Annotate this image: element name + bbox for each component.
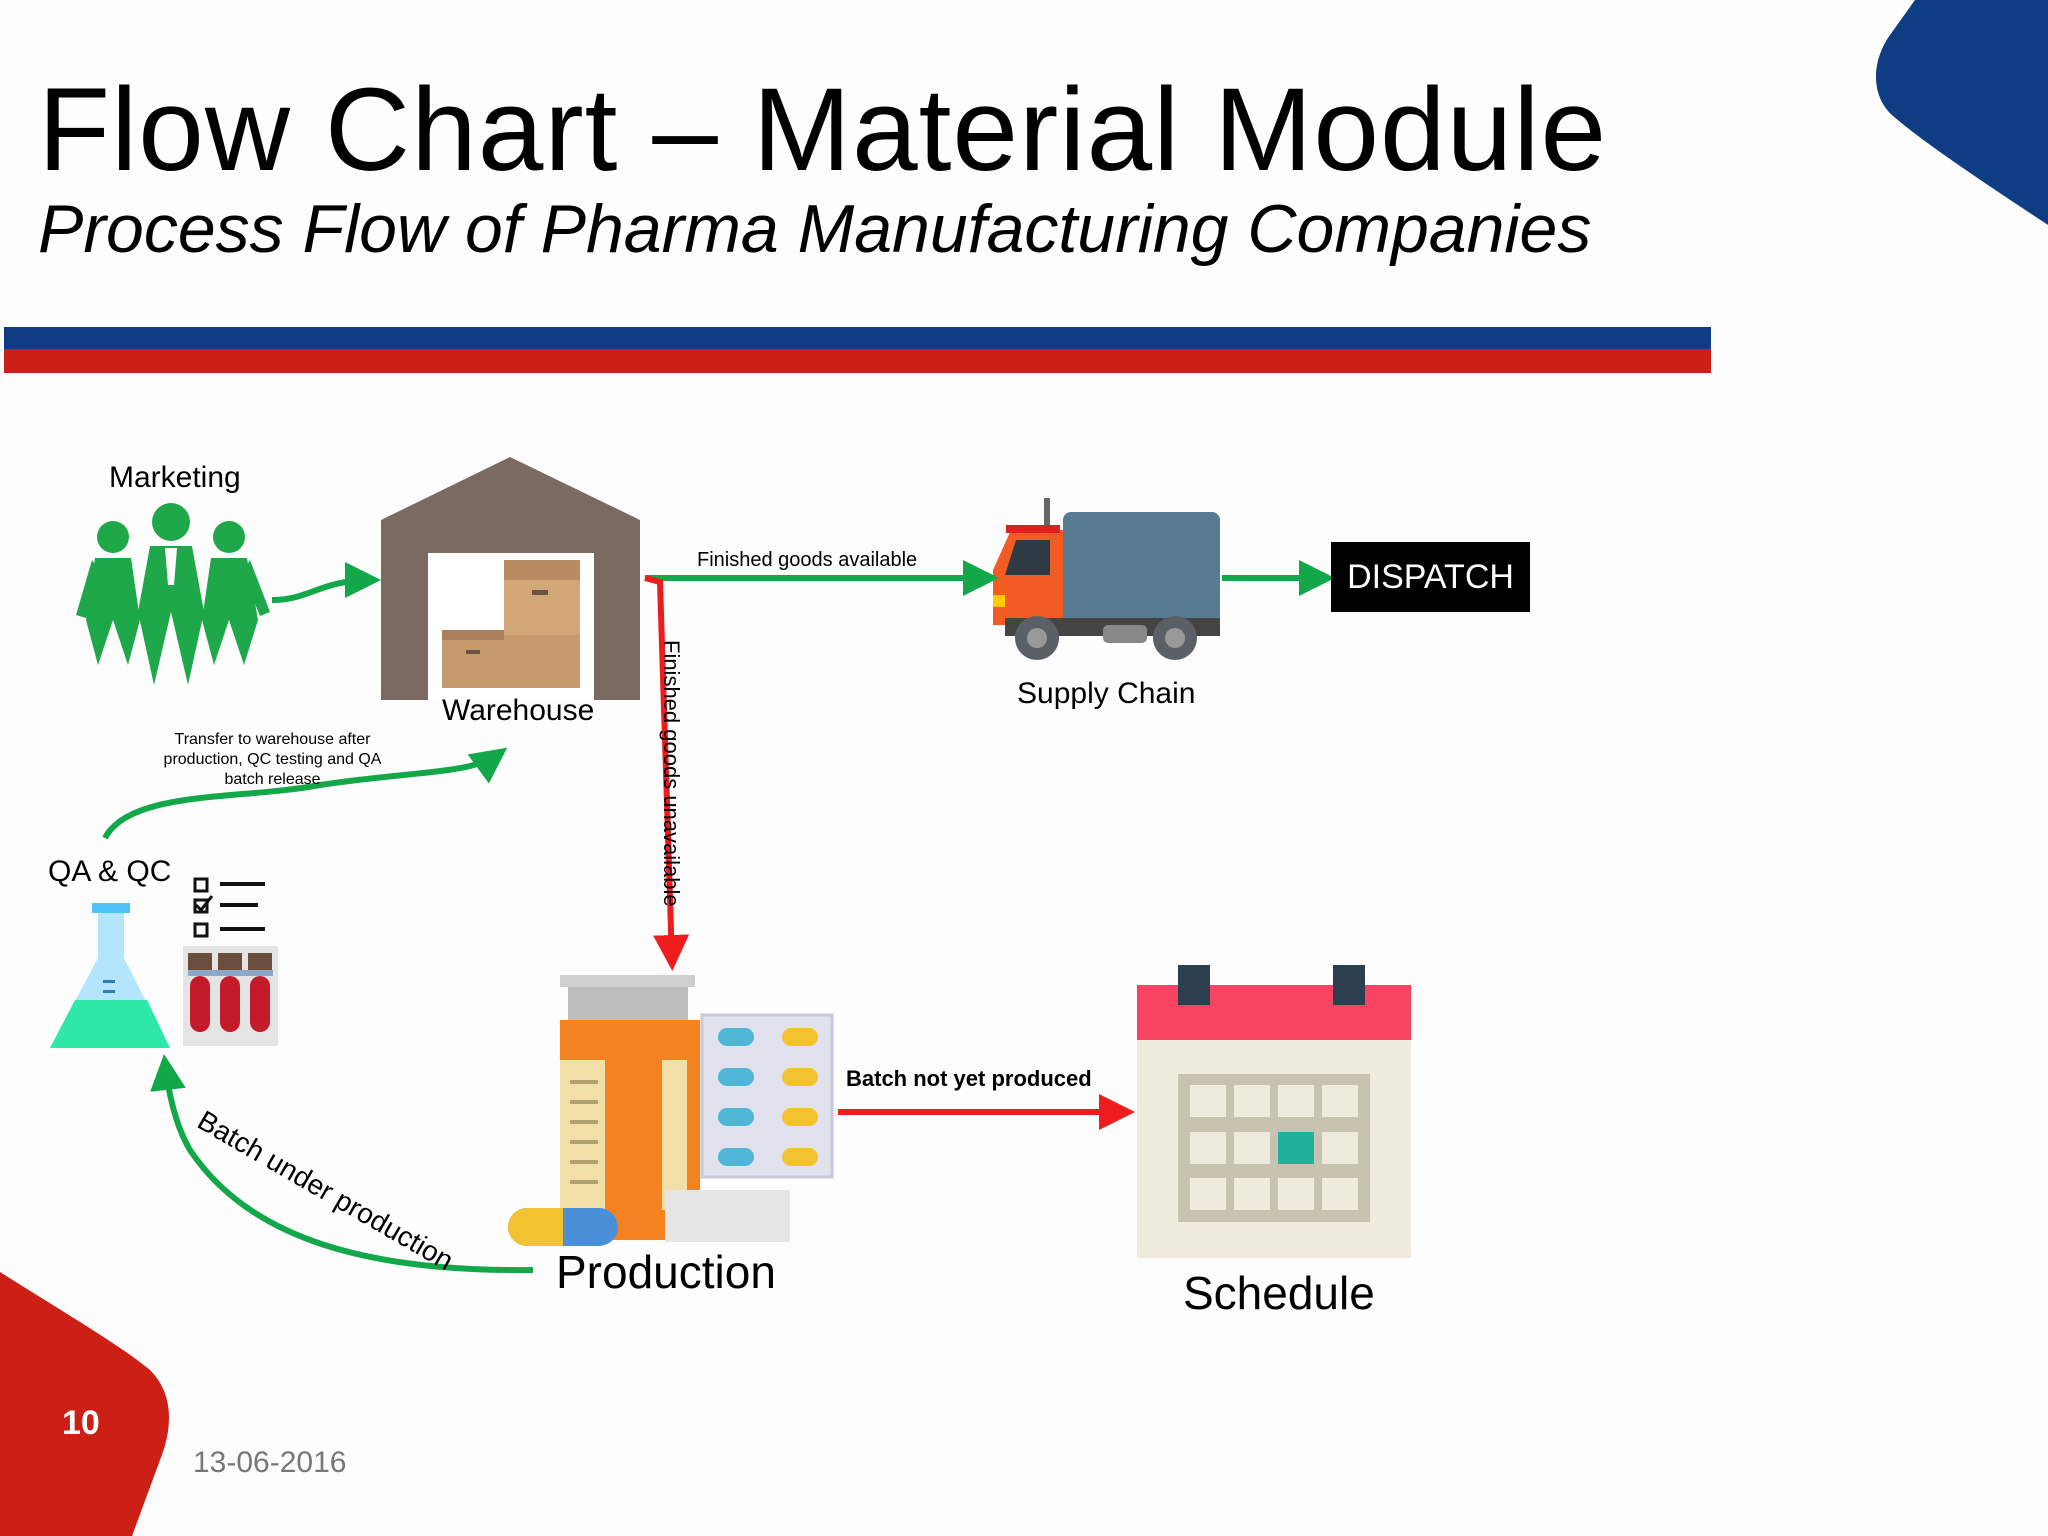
- batch-not-produced-label: Batch not yet produced: [846, 1066, 1092, 1091]
- top-right-corner-shape: [1876, 0, 2048, 225]
- header-divider-blue: [4, 327, 1711, 349]
- production-label: Production: [556, 1246, 776, 1298]
- dispatch-box: DISPATCH: [1331, 542, 1530, 612]
- schedule-label: Schedule: [1183, 1267, 1375, 1319]
- marketing-label: Marketing: [109, 461, 241, 494]
- bottom-left-corner-shape: [0, 1272, 170, 1536]
- finished-unavailable-label: Finished goods unavailable: [659, 640, 684, 907]
- checklist-test-tubes-icon: [183, 877, 278, 1046]
- warehouse-label: Warehouse: [442, 694, 595, 727]
- finished-available-label: Finished goods available: [697, 549, 918, 571]
- page-title: Flow Chart – Material Module: [38, 64, 1608, 196]
- arrow-qa-to-warehouse: [102, 747, 508, 840]
- header-divider-red: [4, 349, 1711, 373]
- page-number: 10: [62, 1404, 100, 1442]
- flask-icon: [50, 903, 170, 1048]
- supply-chain-label: Supply Chain: [1017, 677, 1196, 710]
- qa-qc-label: QA & QC: [48, 855, 172, 888]
- page-subtitle: Process Flow of Pharma Manufacturing Com…: [38, 191, 1592, 267]
- arrow-production-to-qa: [150, 1054, 534, 1274]
- slide-date: 13-06-2016: [193, 1446, 347, 1479]
- arrow-warehouse-to-production: [644, 575, 690, 971]
- truck-icon: [993, 498, 1220, 660]
- arrow-marketing-to-warehouse: [271, 562, 381, 603]
- medicine-production-icon: [508, 975, 834, 1246]
- warehouse-icon: [381, 457, 640, 700]
- marketing-people-icon: [76, 503, 270, 685]
- transfer-to-warehouse-label: Transfer to warehouse after production, …: [163, 731, 382, 788]
- calendar-icon: [1137, 965, 1411, 1258]
